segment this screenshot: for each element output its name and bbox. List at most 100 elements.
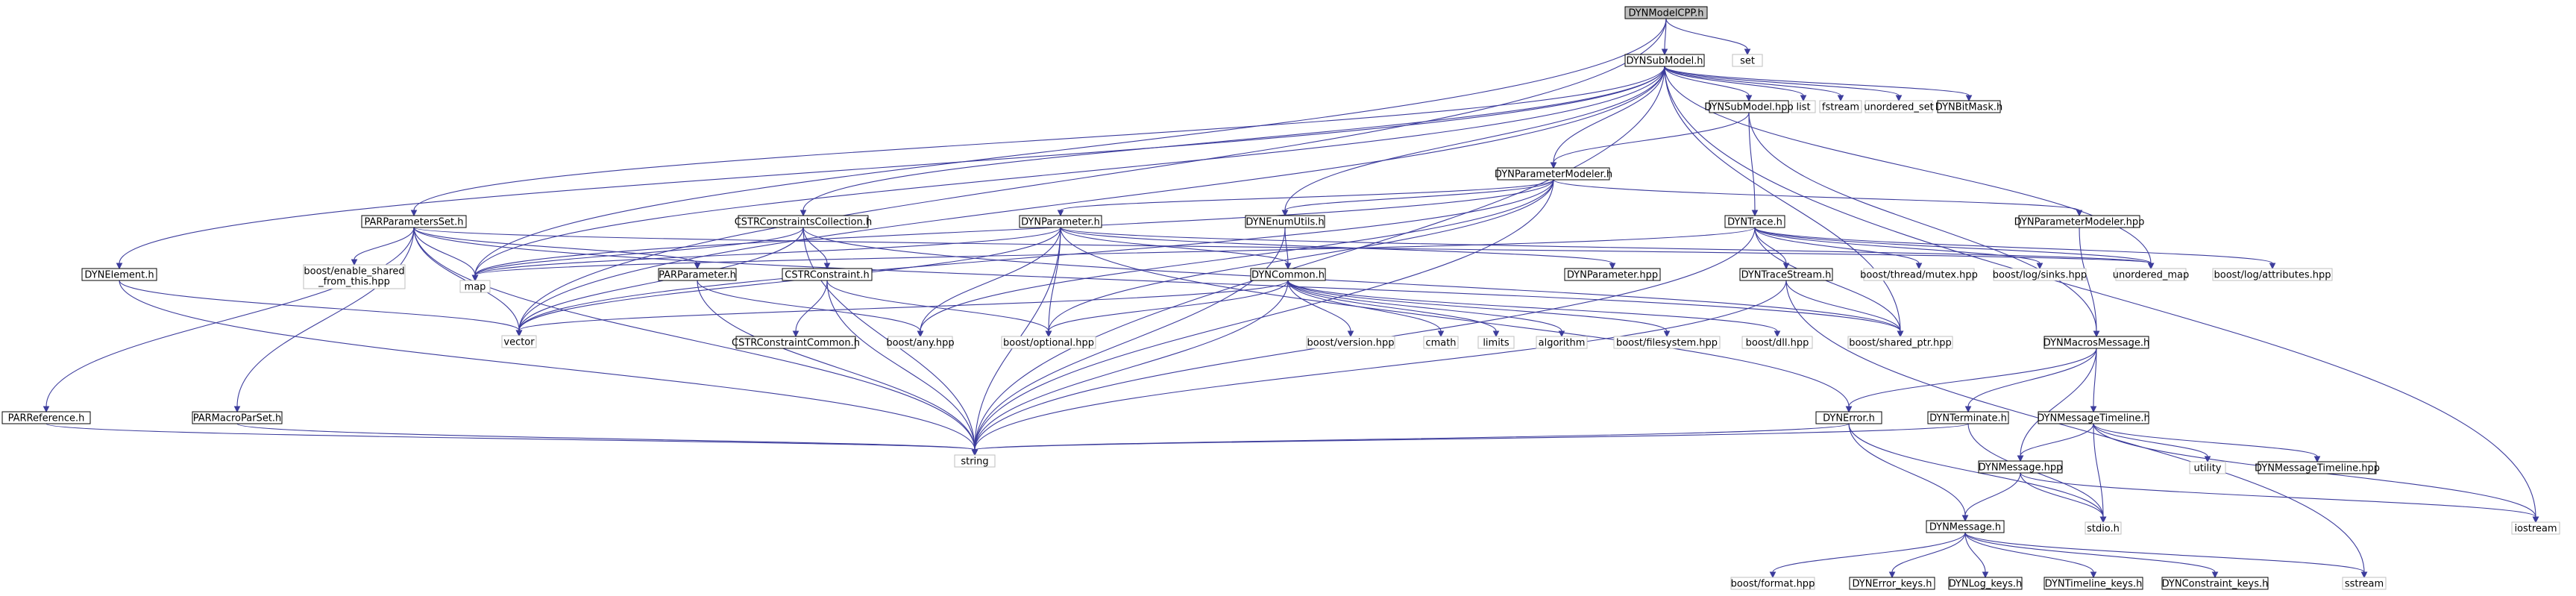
node-dynparam[interactable]: DYNParameter.h xyxy=(1019,215,1102,228)
node-box xyxy=(1536,336,1588,349)
edge-submodel-to-parammodeler xyxy=(1550,66,1665,169)
node-parmacro[interactable]: PARMacroParSet.h xyxy=(192,411,283,424)
node-limits: limits xyxy=(1477,336,1515,349)
node-trace[interactable]: DYNTrace.h xyxy=(1724,215,1785,228)
node-box xyxy=(2161,577,2269,590)
node-log-sinks: boost/log/sinks.hpp xyxy=(1993,268,2087,281)
node-cstrconstraint[interactable]: CSTRConstraint.h xyxy=(782,268,873,281)
node-label: PARParameter.h xyxy=(659,270,736,281)
node-label: boost/version.hpp xyxy=(1307,338,1395,349)
node-label: DYNModelCPP.h xyxy=(1628,8,1703,19)
node-label: DYNConstraint_keys.h xyxy=(2162,579,2269,590)
node-box xyxy=(2115,268,2187,281)
edge-msghpp-to-dynmessage xyxy=(1961,472,2021,522)
node-fstream: fstream xyxy=(1819,100,1862,113)
node-boost-optional: boost/optional.hpp xyxy=(1001,336,1096,349)
edge-trace-to-thread-mutex xyxy=(1754,227,1923,270)
edge-parammodeler-to-dynparam xyxy=(1057,179,1554,217)
node-submodelhpp[interactable]: DYNSubModel.hpp xyxy=(1704,100,1794,113)
node-log-keys[interactable]: DYNLog_keys.h xyxy=(1948,577,2023,590)
edge-submodel-to-element xyxy=(116,66,1665,270)
node-iostream: iostream xyxy=(2511,521,2560,535)
node-label: map xyxy=(465,282,486,293)
node-timeline-keys[interactable]: DYNTimeline_keys.h xyxy=(2043,577,2143,590)
node-box xyxy=(1624,54,1705,67)
node-label: DYNLog_keys.h xyxy=(1949,579,2023,590)
node-parammodelerhpp[interactable]: DYNParameterModeler.hpp xyxy=(2014,215,2145,228)
node-box xyxy=(1739,268,1833,281)
node-msgtimeline[interactable]: DYNMessageTimeline.h xyxy=(2037,411,2150,424)
edge-paramset-to-parparam xyxy=(413,227,701,270)
node-box xyxy=(1724,215,1785,228)
node-unordered-map: unordered_map xyxy=(2113,268,2189,281)
node-boost-dll: boost/dll.hpp xyxy=(1741,336,1813,349)
node-enumutils[interactable]: DYNEnumUtils.h xyxy=(1245,215,1325,228)
node-cstrcommon[interactable]: CSTRConstraintCommon.h xyxy=(732,336,860,349)
node-box xyxy=(782,268,873,281)
node-box xyxy=(1001,336,1096,349)
edge-msghpp-to-stdio xyxy=(2020,472,2107,524)
node-submodel[interactable]: DYNSubModel.h xyxy=(1624,54,1705,67)
node-label: iostream xyxy=(2514,524,2557,535)
node-element[interactable]: DYNElement.h xyxy=(81,268,157,281)
node-dyncommon[interactable]: DYNCommon.h xyxy=(1250,268,1326,281)
edge-dynmessage-to-timeline-keys xyxy=(1964,532,2097,579)
node-dynmessage[interactable]: DYNMessage.h xyxy=(1926,520,2005,533)
node-tracestream[interactable]: DYNTraceStream.h xyxy=(1739,268,1833,281)
node-label: vector xyxy=(503,337,535,348)
edge-submodel-to-map xyxy=(471,66,1665,282)
node-dynparamhpp[interactable]: DYNParameter.hpp xyxy=(1564,268,1661,281)
edge-cstrconstraint-to-boost-optional xyxy=(826,280,1052,338)
node-boost-version: boost/version.hpp xyxy=(1306,336,1395,349)
node-box xyxy=(658,268,737,281)
node-label: CSTRConstraint.h xyxy=(785,270,869,281)
node-macrosmsg[interactable]: DYNMacrosMessage.h xyxy=(2043,336,2149,349)
edge-element-to-string xyxy=(119,280,978,457)
node-label: string xyxy=(961,457,988,468)
node-dynerror[interactable]: DYNError.h xyxy=(1815,411,1882,424)
node-constraint-keys[interactable]: DYNConstraint_keys.h xyxy=(2161,577,2269,590)
node-set: set xyxy=(1732,54,1763,67)
node-cstrcoll[interactable]: CSTRConstraintsCollection.h xyxy=(735,215,873,228)
node-label: DYNParameterModeler.hpp xyxy=(2014,217,2145,228)
node-label: boost/log/attributes.hpp xyxy=(2214,270,2331,281)
node-parammodeler[interactable]: DYNParameterModeler.h xyxy=(1495,167,1612,181)
edge-dyncommon-to-vector xyxy=(515,280,1289,337)
edge-dyncommon-to-boost-dll xyxy=(1287,280,1781,338)
node-label: PARReference.h xyxy=(8,413,85,424)
node-box xyxy=(2258,461,2377,474)
edge-enumutils-to-dyncommon xyxy=(1284,227,1292,270)
node-box xyxy=(1819,100,1862,113)
edge-submodelhpp-to-trace xyxy=(1748,112,1759,217)
node-bitmask[interactable]: DYNBitMask.h xyxy=(1935,100,2002,113)
node-box xyxy=(1927,411,2009,424)
node-error-keys[interactable]: DYNError_keys.h xyxy=(1849,577,1935,590)
node-label: DYNMessage.hpp xyxy=(1979,462,2063,474)
node-label: DYNTrace.h xyxy=(1727,217,1782,228)
node-paramset[interactable]: PARParametersSet.h xyxy=(361,215,467,228)
edge-msgtimeline-to-stdio xyxy=(2093,423,2107,524)
node-vector: vector xyxy=(501,335,537,348)
edge-root-to-set xyxy=(1665,18,1751,56)
edge-parammodeler-to-boost-any xyxy=(917,179,1554,338)
node-parparam[interactable]: PARParameter.h xyxy=(658,268,737,281)
node-label: DYNParameter.h xyxy=(1021,217,1100,228)
node-msgtimelinehpp[interactable]: DYNMessageTimeline.hpp xyxy=(2255,461,2380,474)
node-terminate[interactable]: DYNTerminate.h xyxy=(1927,411,2009,424)
node-msghpp[interactable]: DYNMessage.hpp xyxy=(1978,460,2063,474)
edges-layer xyxy=(43,18,2539,579)
node-root[interactable]: DYNModelCPP.h xyxy=(1624,6,1708,19)
node-thread-mutex: boost/thread/mutex.hpp xyxy=(1860,268,1978,281)
node-algorithm: algorithm xyxy=(1536,336,1588,349)
edge-msghpp-to-iostream xyxy=(2020,472,2539,524)
node-label: DYNMessageTimeline.h xyxy=(2037,413,2150,424)
node-box xyxy=(1624,6,1708,19)
edge-submodel-to-submodelhpp xyxy=(1664,66,1753,102)
node-box xyxy=(2038,411,2149,424)
edge-dyncommon-to-boost-fs xyxy=(1287,280,1671,338)
edge-tracestream-to-string xyxy=(971,280,1787,457)
node-parref[interactable]: PARReference.h xyxy=(1,411,91,424)
node-box xyxy=(1477,336,1515,349)
